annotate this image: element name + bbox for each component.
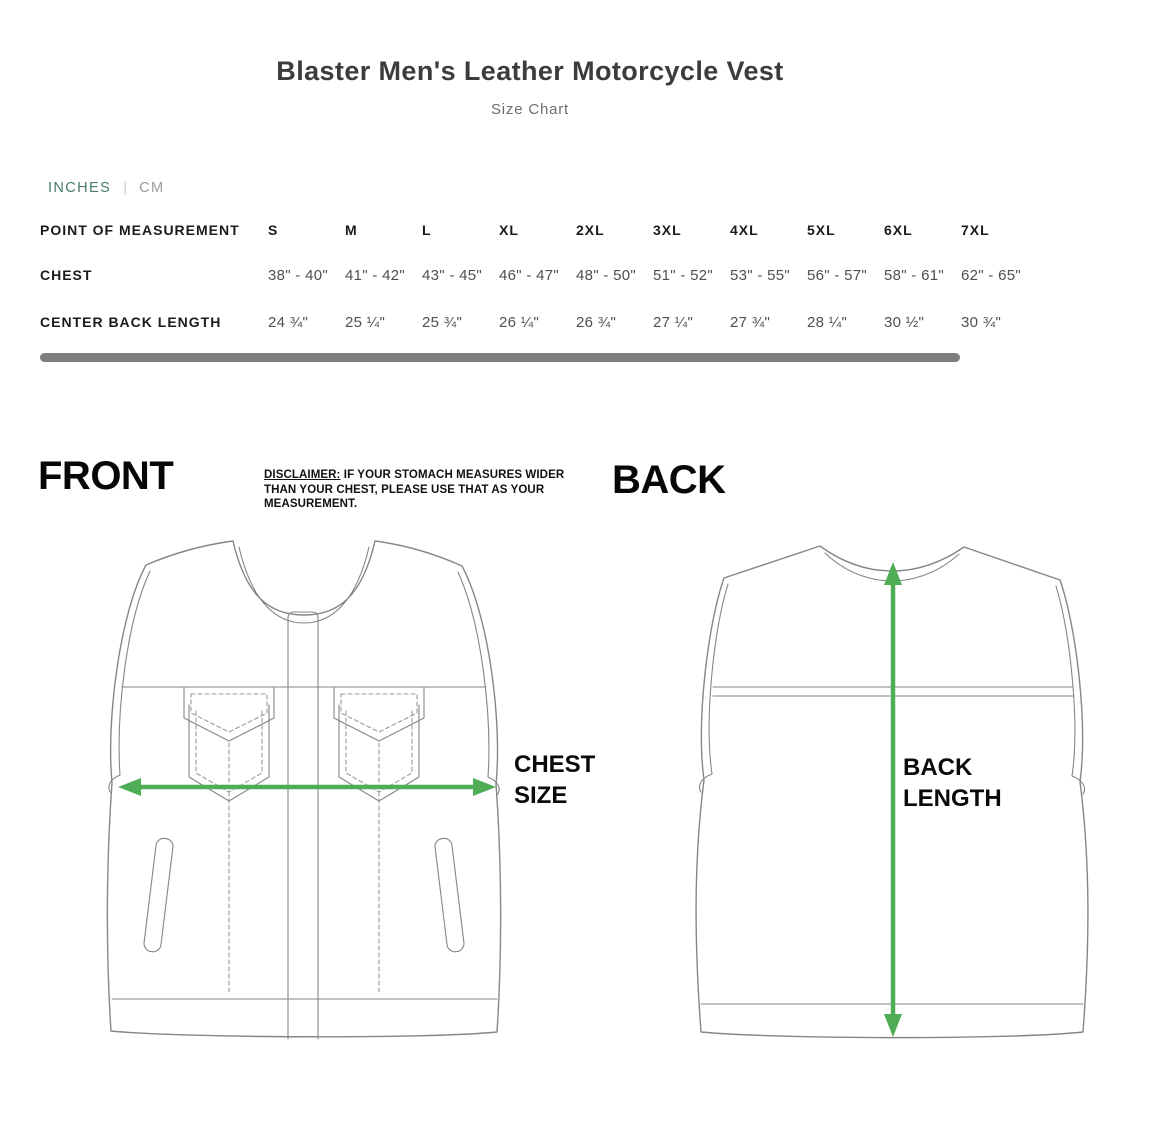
front-armhole-trim-left [118,570,151,776]
chest-row-label: CHEST [40,267,93,283]
front-armhole-trim-right [457,571,490,778]
size-col-7xl: 7XL [961,222,990,238]
chest-value: 58" - 61" [884,267,945,284]
size-col-2xl: 2XL [576,222,605,238]
chest-pocket-flap-left [183,686,275,742]
page-subtitle: Size Chart [490,101,570,118]
disclaimer-label: DISCLAIMER: [264,469,341,481]
chest-pocket-flap-stitch-right [340,693,418,733]
chest-value: 41" - 42" [345,267,406,284]
back-length-value: 28 ¼" [807,314,848,331]
disclaimer-note: DISCLAIMER: IF YOUR STOMACH MEASURES WID… [264,468,598,512]
back-length-value: 25 ¼" [345,314,386,331]
disclaimer-text: IF YOUR STOMACH MEASURES WIDER THAN YOUR… [264,469,565,510]
back-length-value: 24 ¾" [268,314,309,331]
back-length-value: 27 ¾" [730,314,771,331]
back-vest-diagram [695,545,1089,1039]
tab-divider: | [123,179,128,196]
table-row-center-back-length: CENTER BACK LENGTH 24 ¾" 25 ¼" 25 ¾" 26 … [40,313,1050,333]
chest-value: 38" - 40" [268,267,329,284]
back-length-value: 27 ¼" [653,314,694,331]
chest-value: 46" - 47" [499,267,560,284]
size-col-4xl: 4XL [730,222,759,238]
size-col-l: L [422,222,432,238]
chest-size-label: CHEST SIZE [514,751,596,809]
size-col-xl: XL [499,222,519,238]
back-length-value: 30 ¾" [961,314,1002,331]
measurement-header: POINT OF MEASUREMENT [40,222,240,238]
chest-value: 56" - 57" [807,267,868,284]
size-col-6xl: 6XL [884,222,913,238]
size-col-s: S [268,222,279,238]
back-length-value: 26 ¼" [499,314,540,331]
size-col-m: M [345,222,358,238]
size-col-5xl: 5XL [807,222,836,238]
chest-value: 43" - 45" [422,267,483,284]
chest-value: 62" - 65" [961,267,1022,284]
back-underarm-curl-right [1071,775,1086,795]
back-length-value: 26 ¾" [576,314,617,331]
slash-pocket-right [434,837,465,953]
unit-toggle: INCHES | CM [48,179,164,196]
back-underarm-curl-left [698,773,713,793]
slash-pocket-left [143,837,174,953]
chest-pocket-flap-stitch-left [190,693,268,733]
front-underarm-curl-left [108,774,121,794]
chest-size-arrow [118,778,496,796]
back-armhole-trim-left [708,583,729,775]
tab-inches[interactable]: INCHES [48,179,112,196]
front-underarm-curl-right [487,776,500,796]
back-length-value: 25 ¾" [422,314,463,331]
collar-band [238,546,370,624]
page-title: Blaster Men's Leather Motorcycle Vest [276,56,784,86]
zipper-placket [287,611,319,1040]
back-length-label: BACK LENGTH [903,754,1002,812]
chest-value: 48" - 50" [576,267,637,284]
center-back-length-row-label: CENTER BACK LENGTH [40,314,222,330]
back-section-heading: BACK [612,458,726,502]
size-table-header-row: POINT OF MEASUREMENT S M L XL 2XL 3XL 4X… [40,222,1050,238]
back-length-value: 30 ½" [884,314,925,331]
chest-value: 51" - 52" [653,267,714,284]
chest-value: 53" - 55" [730,267,791,284]
front-section-heading: FRONT [38,454,174,498]
table-row-chest: CHEST 38" - 40" 41" - 42" 43" - 45" 46" … [40,266,1050,286]
size-col-3xl: 3XL [653,222,682,238]
tab-cm[interactable]: CM [139,179,165,196]
back-armhole-trim-right [1055,585,1076,777]
chest-pocket-flap-right [333,686,425,742]
size-table: POINT OF MEASUREMENT S M L XL 2XL 3XL 4X… [40,222,1050,360]
back-length-arrow [884,562,902,1037]
front-vest-diagram [106,540,502,1040]
table-horizontal-scrollbar[interactable] [40,353,960,362]
